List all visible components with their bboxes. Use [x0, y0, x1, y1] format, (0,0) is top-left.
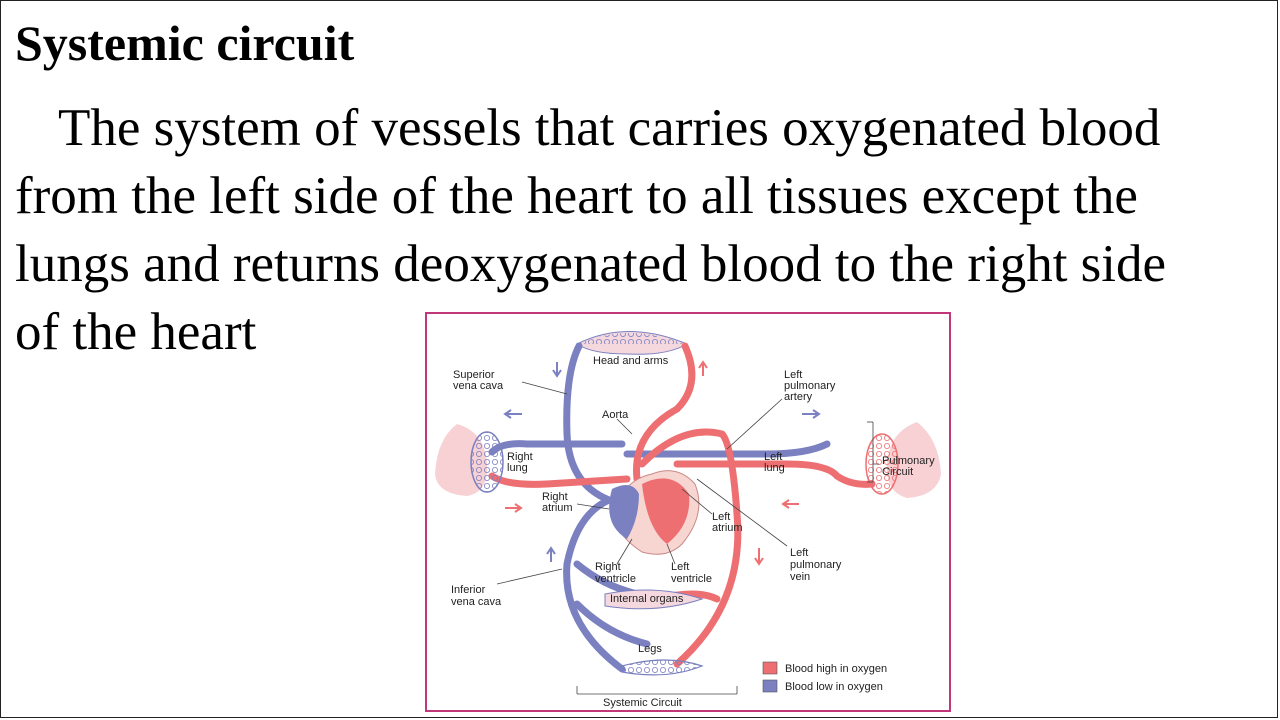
circulation-diagram-svg: Head and arms Superior vena cava Aorta L… [435, 331, 941, 709]
body-text-line-2: from the left side of the heart to all t… [15, 167, 1138, 225]
legend-label-oxygenated: Blood high in oxygen [785, 663, 887, 675]
label-left-atrium-2: atrium [712, 522, 743, 534]
label-internal-organs: Internal organs [610, 593, 684, 605]
legs-capillary-bed [621, 659, 704, 676]
label-left-pulmonary-vein-1: Left [790, 547, 808, 559]
label-right-atrium-1: Right [542, 491, 568, 503]
label-left-pulmonary-artery-1: Left [784, 369, 802, 381]
right-lung-capillaries [470, 431, 504, 493]
flow-arrows [503, 360, 821, 566]
internal-organs-capillary-bed [604, 589, 704, 610]
legend-swatch-oxygenated [762, 661, 778, 675]
label-left-pulmonary-vein-2: pulmonary [790, 559, 842, 571]
label-superior-vena-cava-2: vena cava [453, 380, 504, 392]
label-superior-vena-cava-1: Superior [453, 369, 495, 381]
label-inferior-vena-cava-2: vena cava [451, 596, 502, 608]
deoxygenated-vessels [488, 342, 831, 673]
heart-shape [609, 470, 700, 555]
label-right-atrium-2: atrium [542, 502, 573, 514]
body-text-line-3: lungs and returns deoxygenated blood to … [15, 235, 1167, 293]
label-left-lung-1: Left [764, 451, 782, 463]
body-text-line-1: The system of vessels that carries oxyge… [58, 99, 1161, 157]
label-left-ventricle-2: ventricle [671, 573, 712, 585]
label-pulmonary-circuit-2: Circuit [882, 466, 913, 478]
label-right-lung-2: lung [507, 462, 528, 474]
label-right-ventricle-1: Right [595, 561, 621, 573]
left-lung-shape [886, 422, 941, 498]
legend: Blood high in oxygen Blood low in oxygen [762, 661, 887, 693]
label-left-pulmonary-artery-2: pulmonary [784, 380, 836, 392]
label-aorta: Aorta [602, 409, 629, 421]
label-right-ventricle-2: ventricle [595, 573, 636, 585]
body-text-line-4: of the heart [15, 303, 257, 361]
leader-lines [496, 381, 879, 695]
label-left-pulmonary-artery-3: artery [784, 391, 813, 403]
left-lung-capillaries [865, 433, 899, 495]
slide-title: Systemic circuit [15, 15, 355, 71]
label-left-pulmonary-vein-3: vein [790, 571, 810, 583]
label-left-lung-2: lung [764, 462, 785, 474]
label-systemic-circuit: Systemic Circuit [603, 697, 682, 709]
legend-swatch-deoxygenated [762, 679, 778, 693]
label-legs: Legs [638, 643, 662, 655]
label-inferior-vena-cava-1: Inferior [451, 584, 486, 596]
legend-label-deoxygenated: Blood low in oxygen [785, 681, 883, 693]
label-head-and-arms: Head and arms [593, 355, 669, 367]
label-left-atrium-1: Left [712, 511, 730, 523]
label-pulmonary-circuit-1: Pulmonary [882, 455, 935, 467]
label-left-ventricle-1: Left [671, 561, 689, 573]
label-right-lung-1: Right [507, 451, 533, 463]
circulation-diagram: Head and arms Superior vena cava Aorta L… [425, 312, 951, 712]
